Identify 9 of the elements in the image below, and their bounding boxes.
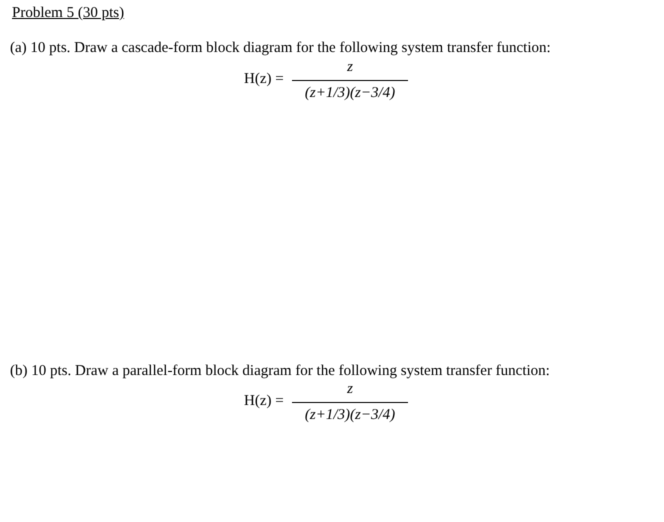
- fraction-numerator: z: [347, 58, 353, 76]
- fraction-denominator: (z+1/3)(z−3/4): [304, 406, 396, 424]
- instruction-text: (a) 10 pts. Draw a cascade-form block diagram for the following system transfer function:: [10, 39, 551, 57]
- fraction-denominator: (z+1/3)(z−3/4): [304, 84, 396, 102]
- instruction-text: (b) 10 pts. Draw a parallel-form block diagram for the following system transfer function:: [10, 362, 550, 380]
- equation-lhs: H(z) =: [244, 70, 284, 88]
- fraction-numerator: z: [347, 380, 353, 398]
- equation-lhs: H(z) =: [244, 392, 284, 410]
- problem-heading: Problem 5 (30 pts): [12, 4, 124, 22]
